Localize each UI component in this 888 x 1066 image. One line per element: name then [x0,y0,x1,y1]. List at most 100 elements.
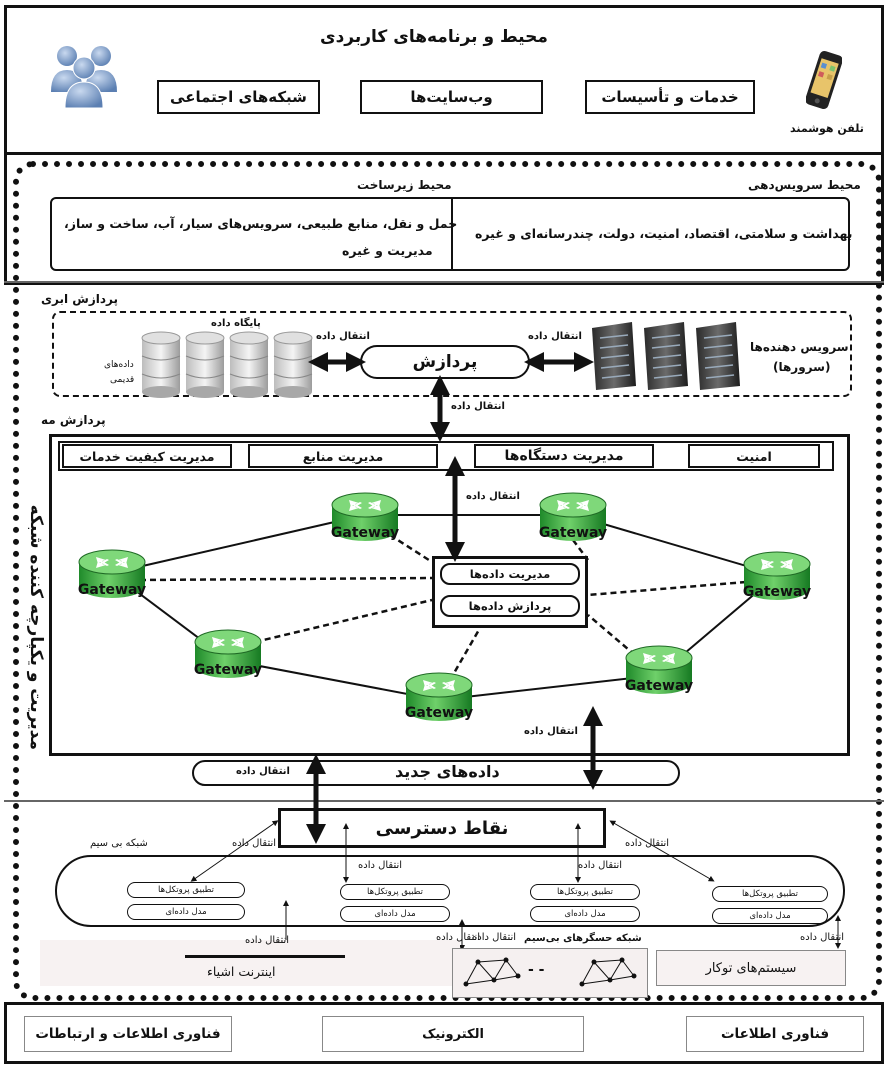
server-icon-1 [592,322,636,390]
security-box: امنیت [688,444,820,468]
gateway-7: Gateway [625,645,693,695]
protocol-adapt-3: تطبیق پروتکل‌ها [530,884,640,900]
dash-gw1-center [139,576,433,582]
protocol-adapt-2: تطبیق پروتکل‌ها [340,884,450,900]
server-rack-icons [592,322,740,390]
server-icon-2 [644,322,688,390]
dash-gw7-center [587,614,636,656]
gateway-4-label: Gateway [743,584,811,600]
cloud-box [52,311,852,397]
social-networks-box: شبکه‌های اجتماعی [157,80,320,114]
electronics-box: الکترونیک [322,1016,584,1052]
environment-divider [451,198,453,270]
access-points-label: نقاط دسترسی [375,817,509,839]
link-gw3-gw4 [572,514,778,576]
database-cylinders [141,331,313,398]
fog-transfer-right: انتقال داده [524,726,578,737]
new-data-label: داده‌های جدید [395,762,500,781]
gateway-7-label: Gateway [625,678,693,694]
embedded-systems-label: سیستم‌های توکار [705,960,797,976]
link-gw1-gw2 [111,514,366,574]
gateway-1-label: Gateway [78,582,146,598]
fog-transfer-top: انتقال داده [466,491,520,502]
users-icon [51,46,117,109]
qos-management-label: مدیریت کیفیت خدمات [79,448,215,464]
database-icon-3 [229,331,269,398]
sensor-network-label: شبکه حسگرهای بی‌سیم [524,933,642,944]
sensor-dots: - - [528,962,545,978]
data-model-3: مدل داده‌ای [530,906,640,922]
electronics-label: الکترونیک [422,1026,484,1042]
arrow-thin-4 [609,820,715,882]
cloud-fog-transfer-label: انتقال داده [451,401,505,412]
legacy-data-label-1: داده‌های [104,360,134,370]
smartphone-label: تلفن هوشمند [790,122,864,135]
link-gw6-gw7 [438,674,660,701]
device-management-label: مدیریت دستگاه‌ها [504,448,624,464]
cloud-transfer-left: انتقال داده [316,331,370,342]
gateway-5: Gateway [194,629,262,679]
fog-title: پردازش مه [41,413,106,427]
data-model-4: مدل داده‌ای [712,908,828,924]
sensor-network-box [452,948,648,998]
wireless-network-box [55,855,845,927]
security-label: امنیت [736,448,772,464]
gateway-4: Gateway [743,551,811,601]
layer-separator-2 [4,800,884,802]
protocol-adapt-3-label: تطبیق پروتکل‌ها [557,887,613,897]
legacy-data-label-2: قدیمی [110,375,135,385]
infra-text-1: حمل و نقل، منابع طبیعی، سرویس‌های سیار، … [64,216,458,231]
gateway-3-label: Gateway [539,525,607,541]
access-transfer-3: انتقال داده [578,860,623,871]
foundation-layer [4,1002,884,1064]
apps-title: محیط و برنامه‌های کاربردی [320,27,548,47]
new-data-transfer-label: انتقال داده [236,766,290,777]
device-management-box: مدیریت دستگاه‌ها [474,444,654,468]
integration-dotted-frame [13,161,882,1001]
link-gw5-gw6 [227,659,440,701]
iot-label: اینترنت اشیاء [207,964,276,979]
data-model-2-label: مدل داده‌ای [374,909,416,919]
gateway-3: Gateway [539,492,607,542]
gateway-6-label: Gateway [405,705,473,721]
arrow-thin-1 [190,820,279,882]
service-title: محیط سرویس‌دهی [748,178,861,192]
data-management-box: مدیریت داده‌ها [440,563,580,585]
protocol-adapt-1: تطبیق پروتکل‌ها [127,882,245,898]
environment-layer [4,155,884,285]
database-icon-4 [273,331,313,398]
gateway-5-label: Gateway [194,662,262,678]
dash-gw5-center [254,598,433,644]
dash-gw6-center [448,627,482,681]
qos-management-box: مدیریت کیفیت خدمات [62,444,232,468]
ict-label: فناوری اطلاعات و ارتباطات [35,1026,221,1042]
iot-panel [40,940,460,986]
service-text: بهداشت و سلامتی، اقتصاد، امنیت، دولت، چن… [475,226,853,241]
layer-separator-1 [4,281,884,283]
gateway-6: Gateway [405,672,473,722]
server-icon-3 [696,322,740,390]
websites-box: وب‌سایت‌ها [360,80,543,114]
cloud-processing-label: پردازش [412,352,478,372]
apps-layer [4,5,884,155]
sensor-transfer-label-2: انتقال داده [472,932,517,943]
dash-gw4-center [587,580,747,597]
access-points-box: نقاط دسترسی [278,808,606,848]
services-box: خدمات و تأسیسات [585,80,755,114]
database-icon-1 [141,331,181,398]
embedded-transfer-label: انتقال داده [800,932,845,943]
it-box: فناوری اطلاعات [686,1016,864,1052]
gateway-2-label: Gateway [331,525,399,541]
resource-management-box: مدیریت منابع [248,444,438,468]
embedded-systems-box: سیستم‌های توکار [656,950,846,986]
data-processing-box: پردازش داده‌ها [440,595,580,617]
environment-box [50,197,850,271]
protocol-adapt-2-label: تطبیق پروتکل‌ها [367,887,423,897]
data-model-3-label: مدل داده‌ای [564,909,606,919]
database-label: پایگاه داده [211,318,261,329]
data-model-2: مدل داده‌ای [340,906,450,922]
social-networks-label: شبکه‌های اجتماعی [170,88,307,106]
cloud-title: پردازش ابری [41,292,118,306]
